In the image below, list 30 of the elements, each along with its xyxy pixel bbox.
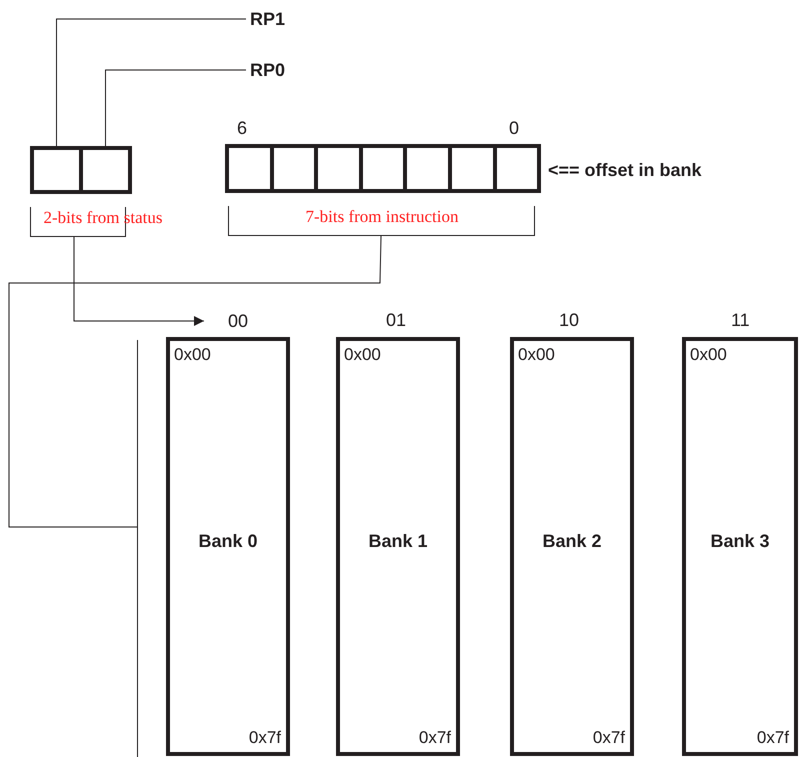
bank-number: 01 — [386, 310, 406, 331]
bank-name: Bank 3 — [709, 531, 771, 552]
bit-index: 6 — [237, 118, 248, 139]
memory-bank — [682, 337, 798, 756]
bank-number: 00 — [204, 310, 248, 332]
bank-name: Bank 2 — [541, 531, 603, 552]
bank-number: 10 — [559, 310, 580, 331]
address-label: 0x00 — [344, 345, 381, 365]
address-label: 0x7f — [592, 728, 625, 748]
register-label: RP1 — [250, 7, 292, 31]
memory-bank — [510, 337, 634, 756]
address-label: 0x7f — [756, 728, 789, 748]
address-label: 0x7f — [248, 728, 281, 748]
connector-line — [56, 18, 246, 146]
annotation: <== offset in bank — [548, 160, 702, 181]
bank-name: Bank 1 — [367, 531, 429, 552]
memory-bank — [336, 337, 460, 756]
bank-name: Bank 0 — [197, 531, 259, 552]
address-label: 0x00 — [174, 345, 211, 365]
bank-number: 11 — [731, 310, 750, 331]
arrow — [74, 236, 204, 326]
register-label: RP0 — [250, 58, 292, 82]
address-label: 0x7f — [418, 728, 451, 748]
memory-bank — [166, 337, 290, 756]
bit-index: 0 — [509, 118, 520, 139]
connector-line — [8, 236, 382, 528]
address-label: 0x00 — [518, 345, 555, 365]
address-label: 0x00 — [690, 345, 727, 365]
connector-line — [105, 70, 246, 146]
bit-group-label: 7-bits from instruction — [228, 205, 536, 236]
